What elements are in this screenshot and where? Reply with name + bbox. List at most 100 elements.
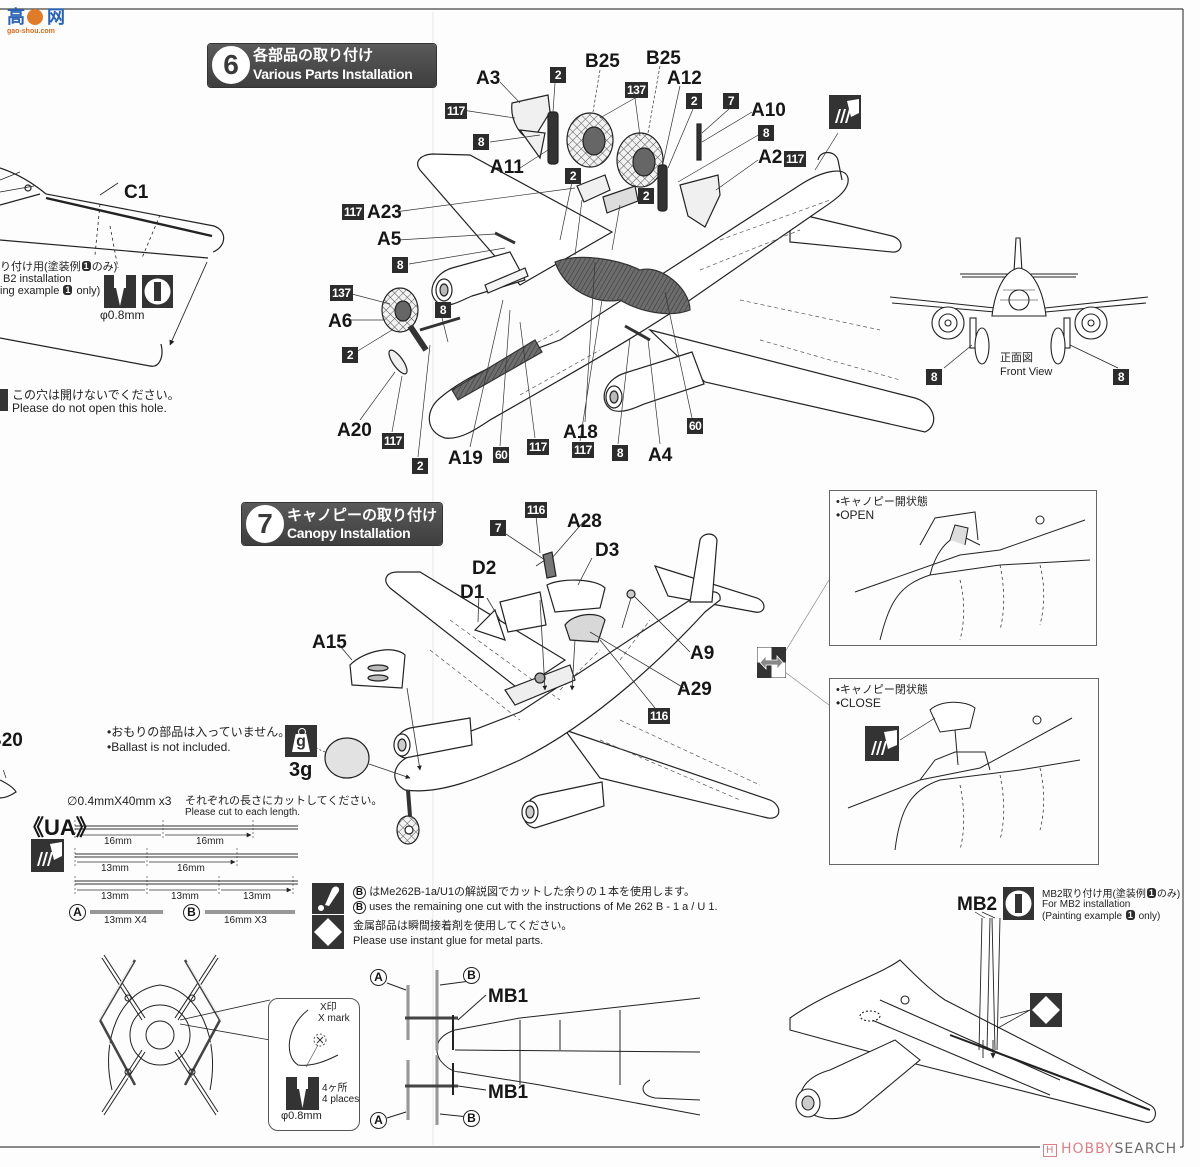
places-label-ja: 4ヶ所 <box>322 1083 348 1094</box>
part-label-a11: A11 <box>490 157 524 178</box>
paint-code-badge: 8 <box>473 134 489 150</box>
part-label-a28: A28 <box>567 511 602 532</box>
antenna-a-marker: A <box>370 1112 387 1129</box>
hole-note-ja: この穴は開けないでください。 <box>12 388 180 402</box>
wire-cut-en: Please cut to each length. <box>185 807 301 818</box>
part-label-b20: B20 <box>0 730 23 751</box>
note-text: はMe262B-1a/U1の解説図でカットした余りの１本を使用します。 <box>369 886 695 898</box>
decal-icon <box>829 95 861 129</box>
ballast-weight: 3g <box>289 759 313 781</box>
antenna-front-view-drawing <box>97 954 271 1116</box>
paint-code-badge: 8 <box>612 445 628 461</box>
hobby-search-watermark: H HOBBYSEARCH <box>1040 1140 1181 1158</box>
paint-code-badge: 137 <box>625 82 648 98</box>
wire-length: 16mm <box>104 836 132 847</box>
step6-header: 6 各部品の取り付け Various Parts Installation <box>208 44 436 87</box>
antenna-a-marker: A <box>370 969 387 986</box>
step7-header: 7 キャノピーの取り付け Canopy Installation <box>242 503 442 545</box>
note-text: (Painting example <box>1042 911 1123 922</box>
note-glue-ja: 金属部品は瞬間接着剤を使用してください。 <box>353 920 573 932</box>
note-b-ja: B はMe262B-1a/U1の解説図でカットした余りの１本を使用します。 <box>353 886 695 899</box>
x-mark-label-en: X mark <box>318 1013 350 1024</box>
paint-code-badge: 60 <box>493 447 510 463</box>
mb2-note-en-2: (Painting example 1 only) <box>1042 910 1160 922</box>
paint-code-badge: 8 <box>1113 369 1129 385</box>
front-view-label-ja: 正面図 <box>1000 352 1033 364</box>
note-text: ing example <box>0 285 60 297</box>
paint-code-badge: 116 <box>648 708 670 724</box>
painting-example-badge: 1 <box>1125 910 1135 920</box>
logo-thumb-icon <box>27 9 43 25</box>
wire-piece-a-label: 13mm X4 <box>104 915 147 926</box>
part-label-a23: A23 <box>367 202 402 223</box>
step6-aircraft-drawing <box>347 65 935 458</box>
note-text: only) <box>1138 911 1161 922</box>
canopy-open-panel <box>829 490 1097 646</box>
part-label-a18: A18 <box>563 422 598 443</box>
note-text: only) <box>76 285 101 297</box>
wire-length: 16mm <box>177 863 205 874</box>
wire-length: 13mm <box>101 863 129 874</box>
note-text: のみ) <box>91 261 118 273</box>
part-b20-fragment <box>0 770 17 799</box>
wire-cut-diagram <box>74 820 298 914</box>
no-drill-icon <box>0 389 8 411</box>
variant-label-ua: 《UA》 <box>22 815 98 840</box>
mb2-note-en-1: For MB2 installation <box>1042 899 1131 910</box>
step6-title-en: Various Parts Installation <box>253 66 413 82</box>
part-label-a15: A15 <box>312 632 347 653</box>
ballast-note-en: •Ballast is not included. <box>107 740 231 754</box>
part-label-mb1: MB1 <box>488 1082 529 1103</box>
step6-title-ja: 各部品の取り付け <box>253 47 374 64</box>
weight-icon: g <box>285 725 317 757</box>
note-text: uses the remaining one cut with the inst… <box>369 901 718 913</box>
paint-code-badge: 2 <box>638 188 654 204</box>
part-label-b25: B25 <box>646 48 681 69</box>
page-frame <box>0 8 1184 1148</box>
wire-b-marker: B <box>353 886 366 899</box>
part-label-d1: D1 <box>460 582 485 603</box>
painting-example-badge: 1 <box>81 261 91 271</box>
antenna-b-marker: B <box>463 967 480 984</box>
note-text: MB2取り付け用(塗装例 <box>1042 889 1146 900</box>
canopy-open-label-ja: •キャノピー開状態 <box>836 496 928 508</box>
ballast-note-ja: •おもりの部品は入っていません。 <box>107 725 291 739</box>
canopy-close-label-en: •CLOSE <box>836 696 881 710</box>
paint-code-badge: 117 <box>342 204 364 220</box>
hole-note-en: Please do not open this hole. <box>12 401 167 415</box>
front-view-drawing <box>889 237 1149 369</box>
instant-glue-icon <box>1030 993 1062 1027</box>
note-text: り付け用(塗装例 <box>0 261 81 273</box>
paint-code-badge: 2 <box>550 67 566 83</box>
logo-url: gao-shou.com <box>7 28 55 35</box>
hobby-search-logo-icon: H <box>1043 1144 1057 1157</box>
nose-antenna-side-drawing <box>386 970 701 1125</box>
step6-number: 6 <box>212 46 250 84</box>
paint-code-badge: 2 <box>686 93 702 109</box>
antenna-b-marker: B <box>463 1110 480 1127</box>
canopy-close-drawing <box>847 701 1081 851</box>
wire-piece-a-marker: A <box>69 904 86 921</box>
paint-code-badge: 8 <box>435 302 451 318</box>
front-view-label-en: Front View <box>1000 366 1053 378</box>
instant-glue-icon <box>312 915 344 949</box>
note-text: のみ) <box>1156 889 1181 900</box>
drill-size-label: φ0.8mm <box>281 1110 322 1122</box>
drill-icon <box>104 275 136 308</box>
paint-code-badge: 117 <box>572 442 594 458</box>
part-label-c1: C1 <box>124 182 149 203</box>
step7-title-en: Canopy Installation <box>287 525 411 541</box>
paint-code-badge: 2 <box>342 347 358 363</box>
part-label-d2: D2 <box>472 558 497 579</box>
part-label-a2: A2 <box>758 147 783 168</box>
note-glue-en: Please use instant glue for metal parts. <box>353 935 544 947</box>
paint-code-badge: 117 <box>784 151 806 167</box>
paint-code-badge: 117 <box>382 433 404 449</box>
painting-example-1-icon: 1 <box>142 275 173 308</box>
wire-length: 16mm <box>196 836 224 847</box>
paint-code-badge: 7 <box>723 93 739 109</box>
step7-aircraft-drawing <box>289 515 780 845</box>
part-label-a29: A29 <box>677 679 712 700</box>
